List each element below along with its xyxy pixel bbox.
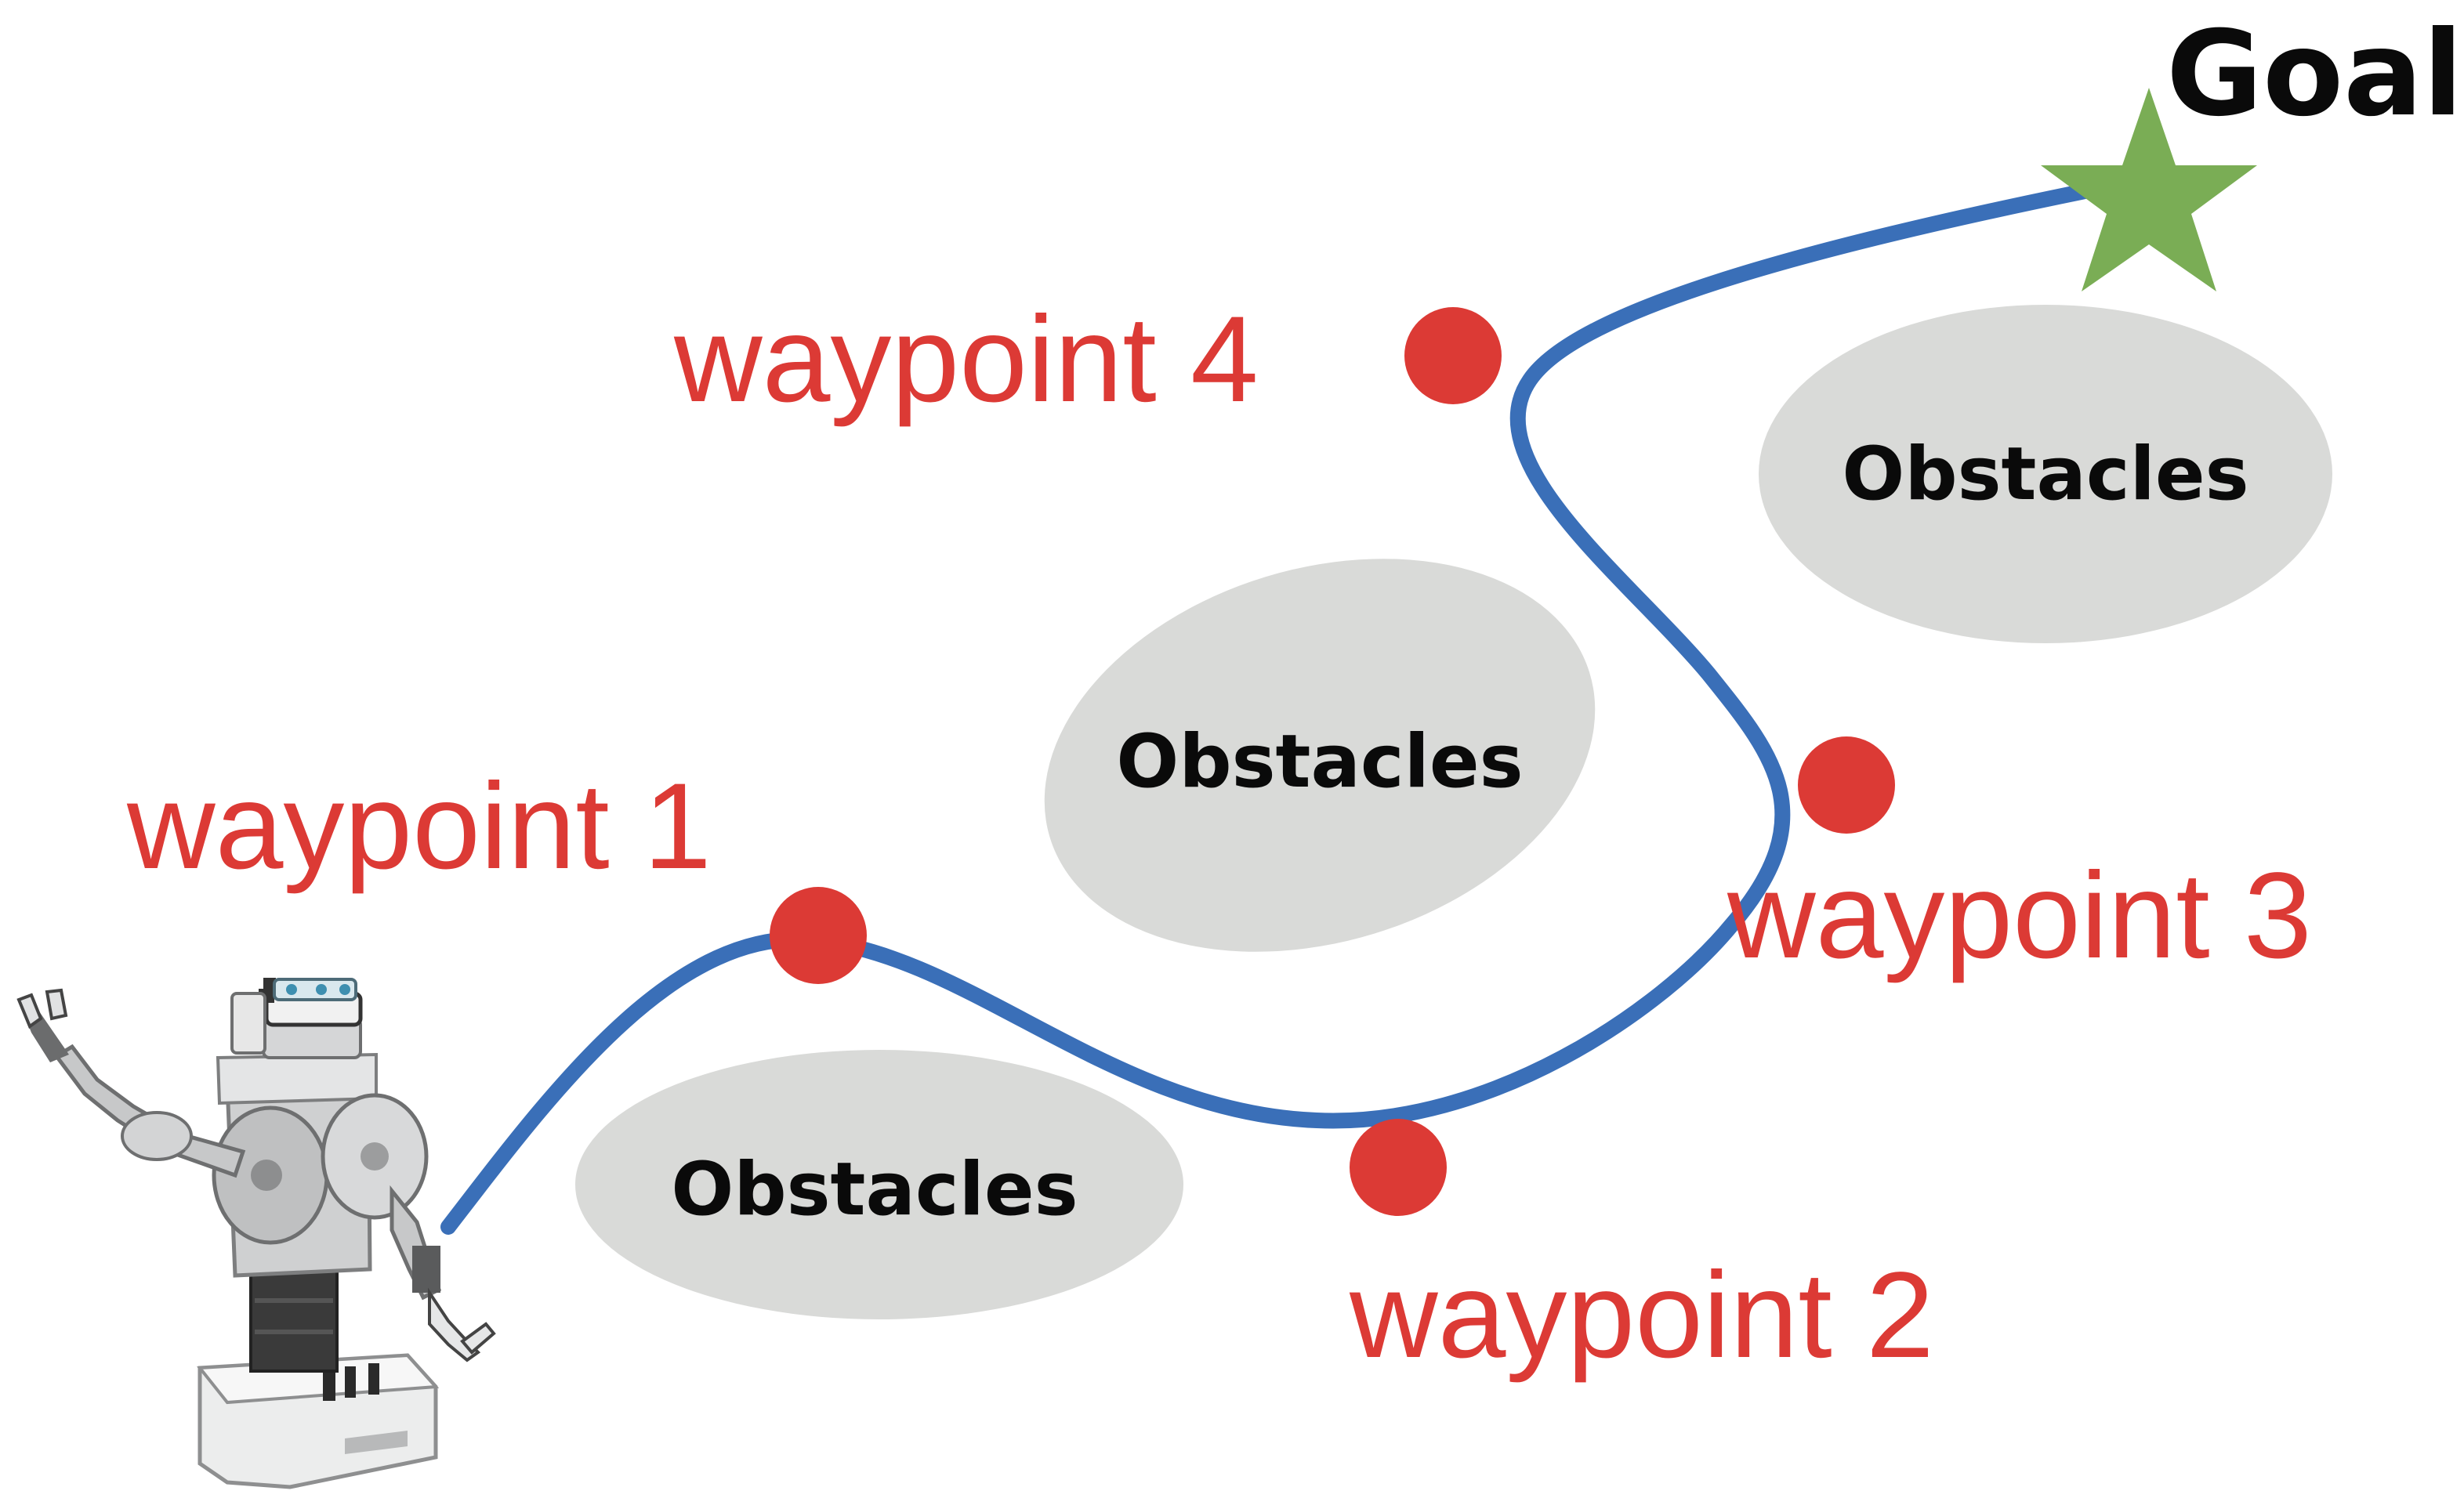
goal-label: Goal — [2166, 6, 2463, 143]
obstacle-bottom-left: Obstacles — [575, 1050, 1183, 1319]
waypoint-3: waypoint 3 — [1727, 736, 2312, 984]
obstacle-label: Obstacles — [1116, 719, 1523, 805]
obstacle-ellipse — [575, 1050, 1183, 1319]
obstacle-label: Obstacles — [671, 1147, 1078, 1232]
waypoint-marker — [770, 887, 867, 984]
waypoint-marker — [1350, 1119, 1447, 1216]
waypoint-label: waypoint 2 — [1349, 1247, 1934, 1384]
waypoint-2: waypoint 2 — [1349, 1119, 1934, 1384]
waypoint-4: waypoint 4 — [673, 291, 1502, 428]
star-icon — [2041, 88, 2257, 291]
waypoint-label: waypoint 1 — [126, 758, 712, 895]
obstacle-label: Obstacles — [1842, 432, 2248, 517]
obstacle-center: Obstacles — [1044, 559, 1596, 952]
obstacle-top-right: Obstacles — [1759, 305, 2332, 643]
waypoint-label: waypoint 3 — [1727, 848, 2312, 984]
waypoint-1: waypoint 1 — [126, 758, 867, 984]
waypoint-label: waypoint 4 — [673, 291, 1259, 428]
waypoint-marker — [1798, 736, 1895, 834]
obstacle-ellipse — [1044, 559, 1596, 952]
goal: Goal — [2041, 6, 2463, 291]
robot-icon — [16, 978, 496, 1489]
waypoint-marker — [1404, 307, 1502, 404]
obstacle-ellipse — [1759, 305, 2332, 643]
